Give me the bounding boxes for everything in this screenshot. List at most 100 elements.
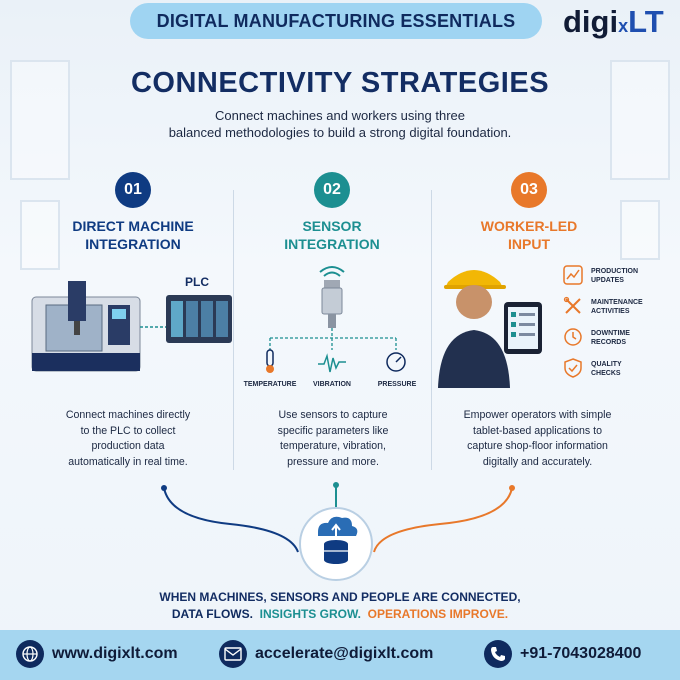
email-link[interactable]: accelerate@digixlt.com bbox=[219, 640, 433, 668]
step-number-badge: 03 bbox=[511, 172, 547, 208]
step-number-badge: 02 bbox=[314, 172, 350, 208]
sensor-device-icon bbox=[321, 280, 343, 328]
description-line: to the PLC to collect bbox=[80, 424, 176, 437]
logo-x-text: x bbox=[618, 16, 629, 36]
task-label-quality: QUALITY CHECKS bbox=[591, 360, 622, 378]
description-line: digitally and accurately. bbox=[482, 455, 593, 468]
tools-icon bbox=[563, 296, 581, 314]
sensor-connector-lines bbox=[269, 328, 397, 350]
description-line: production data bbox=[91, 440, 165, 452]
tagline-part: DATA FLOWS. bbox=[171, 607, 253, 621]
flow-line-machines bbox=[163, 487, 299, 553]
data-flow-diagram bbox=[161, 482, 515, 581]
column-description: Connect machines directly to the PLC to … bbox=[38, 408, 218, 470]
column-description: Empower operators with simple tablet-bas… bbox=[440, 408, 635, 470]
description-line: automatically in real time. bbox=[68, 455, 188, 468]
phone-text[interactable]: +91-7043028400 bbox=[520, 645, 642, 662]
contact-footer: www.digixlt.com accelerate@digixlt.com +… bbox=[0, 630, 680, 680]
description-line: specific parameters like bbox=[277, 424, 389, 437]
subtitle-line: balanced methodologies to build a strong… bbox=[168, 125, 512, 140]
cnc-machine-plc-illustration bbox=[31, 281, 232, 372]
plc-icon bbox=[166, 295, 232, 343]
phone-link[interactable]: +91-7043028400 bbox=[484, 640, 641, 668]
column-title-line: INTEGRATION bbox=[85, 236, 181, 252]
clock-icon bbox=[564, 328, 582, 346]
column-divider bbox=[233, 190, 234, 470]
description-line: tablet-based applications to bbox=[473, 424, 602, 437]
task-label-line: CHECKS bbox=[591, 370, 621, 377]
description-line: Empower operators with simple bbox=[463, 409, 612, 421]
task-label-line: DOWNTIME bbox=[591, 330, 630, 337]
mail-icon bbox=[219, 640, 247, 668]
sensor-illustration bbox=[266, 266, 406, 373]
task-label-line: QUALITY bbox=[591, 361, 622, 368]
description-line: Use sensors to capture bbox=[278, 409, 388, 421]
task-label-line: PRODUCTION bbox=[591, 268, 639, 275]
task-label-production: PRODUCTION UPDATES bbox=[591, 267, 638, 285]
tagline-part: INSIGHTS GROW. bbox=[259, 607, 361, 621]
flow-node bbox=[161, 485, 167, 491]
sensor-label-pressure: PRESSURE bbox=[377, 381, 417, 388]
flow-node bbox=[333, 482, 339, 488]
cnc-machine-icon bbox=[31, 281, 141, 372]
logo-main-text: digi bbox=[563, 4, 619, 39]
column-title-line: SENSOR bbox=[302, 218, 362, 234]
description-line: temperature, vibration, bbox=[280, 440, 386, 452]
column-divider bbox=[431, 190, 432, 470]
subtitle-line: Connect machines and workers using three bbox=[214, 108, 466, 123]
task-label-line: MAINTENANCE bbox=[591, 299, 643, 306]
page-subtitle: Connect machines and workers using three… bbox=[140, 107, 540, 141]
column-description: Use sensors to capture specific paramete… bbox=[243, 408, 423, 470]
chart-icon bbox=[563, 265, 583, 285]
description-line: Connect machines directly bbox=[65, 409, 191, 421]
flow-node bbox=[509, 485, 515, 491]
email-text[interactable]: accelerate@digixlt.com bbox=[255, 645, 434, 662]
sensor-label-temperature: TEMPERATURE bbox=[243, 381, 297, 388]
background-window bbox=[610, 60, 670, 180]
sensor-label-vibration: VIBRATION bbox=[313, 381, 351, 388]
column-title: DIRECT MACHINE INTEGRATION bbox=[33, 217, 233, 253]
thermometer-icon bbox=[266, 349, 274, 373]
banner-text: DIGITAL MANUFACTURING ESSENTIALS bbox=[156, 10, 516, 31]
bottom-tagline-outcomes: DATA FLOWS. INSIGHTS GROW. OPERATIONS IM… bbox=[0, 607, 680, 621]
pressure-gauge-icon bbox=[386, 352, 406, 372]
flow-line-workers bbox=[373, 487, 513, 553]
plc-label: PLC bbox=[185, 275, 209, 289]
bottom-tagline: WHEN MACHINES, SENSORS AND PEOPLE ARE CO… bbox=[159, 590, 521, 604]
cloud-database-icon bbox=[299, 507, 373, 581]
logo-accent-text: LT bbox=[628, 4, 664, 39]
website-link[interactable]: www.digixlt.com bbox=[16, 640, 178, 668]
column-title-line: INTEGRATION bbox=[284, 236, 380, 252]
background-window bbox=[10, 60, 70, 180]
task-label-downtime: DOWNTIME RECORDS bbox=[591, 329, 630, 347]
worker-with-tablet-illustration bbox=[438, 270, 542, 388]
column-title: SENSOR INTEGRATION bbox=[232, 217, 432, 253]
description-line: pressure and more. bbox=[287, 455, 379, 468]
tablet-icon bbox=[504, 302, 542, 354]
task-label-line: ACTIVITIES bbox=[591, 308, 630, 315]
background-window bbox=[620, 200, 660, 260]
vibration-wave-icon bbox=[318, 353, 346, 373]
page-title: CONNECTIVITY STRATEGIES bbox=[130, 67, 550, 99]
column-title: WORKER-LED INPUT bbox=[429, 217, 629, 253]
shield-check-icon bbox=[564, 358, 582, 378]
website-text[interactable]: www.digixlt.com bbox=[52, 645, 178, 662]
brand-logo: digixLT bbox=[563, 4, 664, 40]
header-banner: DIGITAL MANUFACTURING ESSENTIALS bbox=[130, 3, 542, 39]
worker-icon bbox=[438, 270, 510, 388]
header: DIGITAL MANUFACTURING ESSENTIALS digixLT bbox=[0, 0, 680, 44]
background-window bbox=[20, 200, 60, 270]
phone-icon bbox=[484, 640, 512, 668]
task-label-line: RECORDS bbox=[591, 339, 627, 346]
column-title-line: INPUT bbox=[508, 236, 550, 252]
task-label-maintenance: MAINTENANCE ACTIVITIES bbox=[591, 298, 643, 316]
wifi-signal-icon bbox=[319, 266, 345, 277]
description-line: capture shop-floor information bbox=[467, 440, 608, 452]
column-title-line: WORKER-LED bbox=[480, 218, 578, 234]
column-title-line: DIRECT MACHINE bbox=[72, 218, 194, 234]
step-number-badge: 01 bbox=[115, 172, 151, 208]
globe-icon bbox=[16, 640, 44, 668]
tagline-part: OPERATIONS IMPROVE. bbox=[367, 607, 509, 621]
task-label-line: UPDATES bbox=[591, 277, 624, 284]
